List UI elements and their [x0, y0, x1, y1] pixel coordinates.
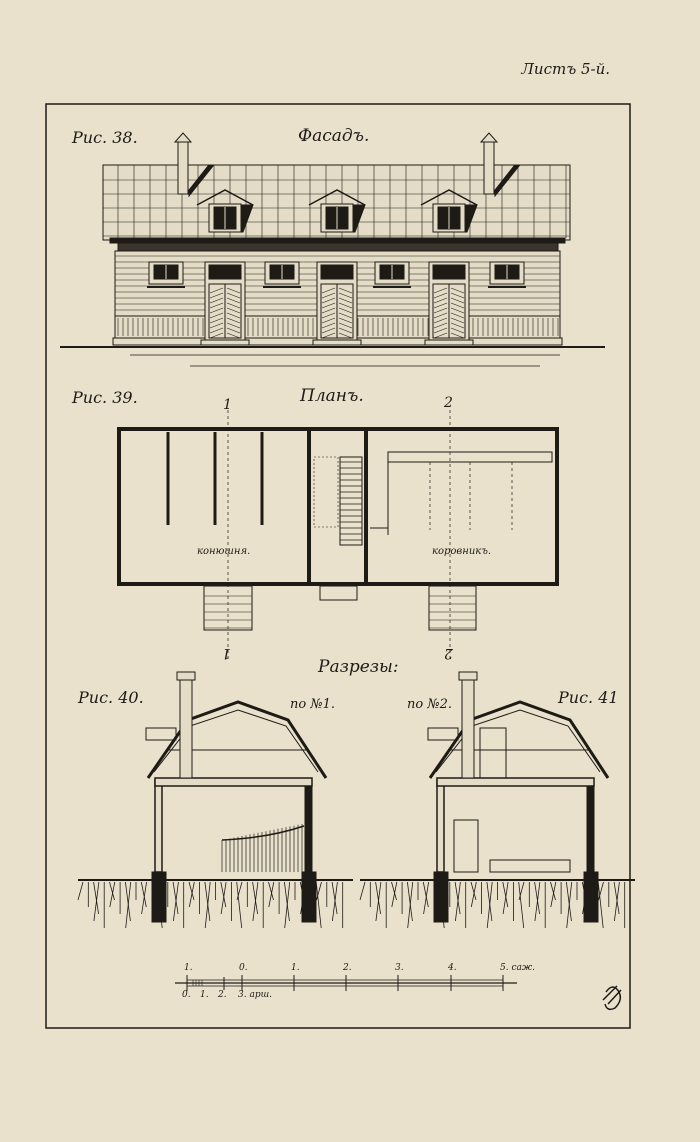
monogram-logo — [602, 985, 622, 1011]
scale-top-label: 3. — [395, 963, 404, 973]
scale-top-label: 5. саж. — [500, 963, 535, 973]
sections-title: Разрезы: — [318, 657, 399, 677]
fig40-number: Рис. 40. — [78, 688, 144, 707]
fig38-title: Фасадъ. — [298, 126, 370, 146]
scale-top-label: 1. — [291, 963, 300, 973]
fig41-number: Рис. 41 — [558, 688, 619, 707]
room-label-cowshed: коровникъ. — [432, 546, 492, 557]
section-mark-2-top: 2 — [444, 395, 453, 411]
cut1-label: по №1. — [290, 697, 336, 712]
sheet-label: Листъ 5-й. — [521, 60, 610, 78]
scale-bar — [175, 975, 517, 991]
scale-bottom-label: 3. арш. — [238, 990, 272, 1000]
scale-top-label: 1. — [184, 963, 193, 973]
scale-bottom-label: 1. — [200, 990, 209, 1000]
fig39-number: Рис. 39. — [72, 388, 138, 407]
room-label-stable: конюшня. — [197, 546, 251, 557]
scale-bottom-label: 0. — [182, 990, 191, 1000]
section-mark-2-bottom: 2 — [444, 645, 453, 661]
section-mark-1-top: 1 — [223, 397, 232, 413]
scale-top-label: 2. — [343, 963, 352, 973]
facade-drawing — [60, 132, 605, 367]
scale-top-label: 0. — [239, 963, 248, 973]
fig38-number: Рис. 38. — [72, 128, 138, 147]
scale-top-label: 4. — [448, 963, 457, 973]
sheet-frame — [45, 103, 631, 1029]
section-mark-1-bottom: 1 — [222, 645, 231, 661]
cut2-label: по №2. — [407, 697, 453, 712]
fig39-title: Планъ. — [300, 386, 364, 406]
section-drawings — [77, 671, 635, 929]
scale-bottom-label: 2. — [218, 990, 227, 1000]
plan-drawing — [117, 410, 559, 660]
